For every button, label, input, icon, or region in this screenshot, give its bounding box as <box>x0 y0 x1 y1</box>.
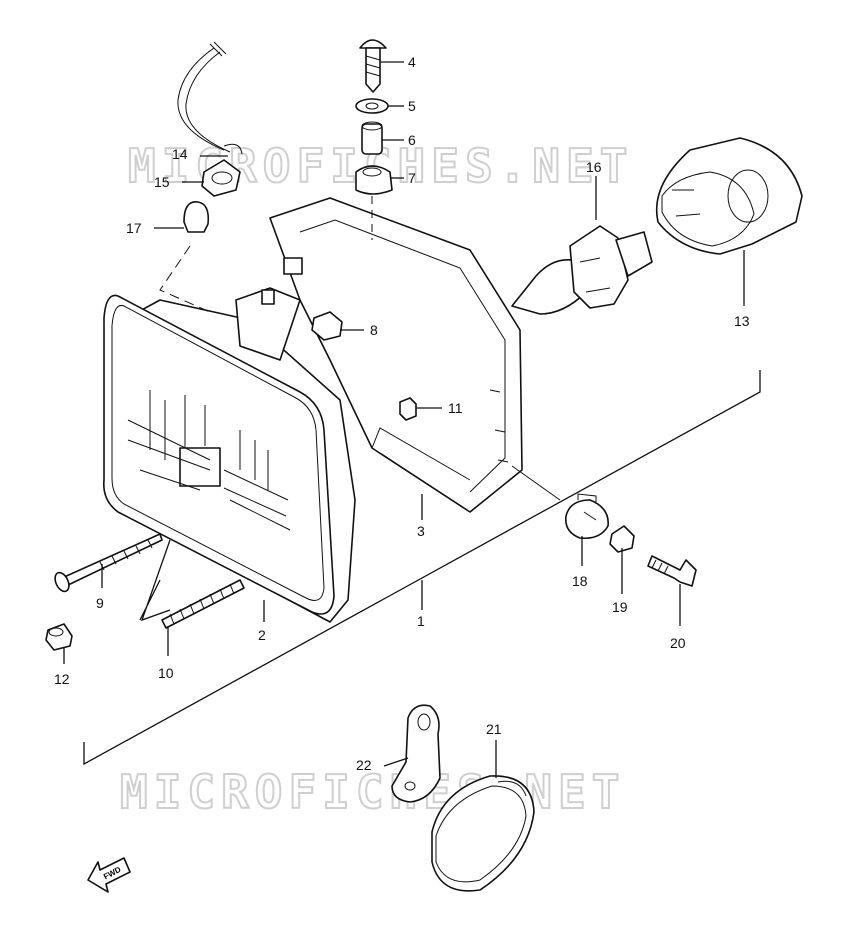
callout-6: 6 <box>408 132 416 148</box>
washer-5 <box>355 98 389 114</box>
cap-21 <box>431 775 535 892</box>
callout-2: 2 <box>258 627 266 643</box>
callout-14: 14 <box>172 146 188 162</box>
socket-15 <box>201 159 241 197</box>
assembly-bracket <box>83 370 761 766</box>
watermark-bottom: MICROFICHES.NET <box>120 765 625 819</box>
callout-4: 4 <box>408 54 416 70</box>
bulb-16 <box>511 225 653 315</box>
callout-9: 9 <box>96 595 104 611</box>
callout-21: 21 <box>486 721 502 737</box>
callout-labels: 1 2 3 4 5 6 7 8 9 10 11 12 13 14 15 16 1… <box>54 54 750 773</box>
callout-12: 12 <box>54 671 70 687</box>
callout-10: 10 <box>158 665 174 681</box>
wire-harness <box>177 41 243 155</box>
callout-19: 19 <box>612 599 628 615</box>
bulb-17 <box>183 201 210 233</box>
callout-5: 5 <box>408 98 416 114</box>
callout-8: 8 <box>370 322 378 338</box>
callout-17: 17 <box>126 220 142 236</box>
nut-8 <box>311 311 343 341</box>
adjuster-axis-line <box>511 465 561 501</box>
callout-7: 7 <box>408 170 416 186</box>
bushing-12 <box>45 623 73 651</box>
callout-22: 22 <box>356 757 372 773</box>
grommet-7 <box>355 165 393 195</box>
nut-19 <box>609 525 635 553</box>
collar-6 <box>361 121 383 155</box>
headlight-unit <box>102 287 356 623</box>
screw-20 <box>647 555 697 587</box>
callout-20: 20 <box>670 635 686 651</box>
callout-13: 13 <box>734 313 750 329</box>
bulb-axis-line <box>159 245 211 313</box>
callout-11: 11 <box>448 400 463 416</box>
nut-11 <box>399 397 417 421</box>
screw-4 <box>359 39 387 93</box>
adjuster-18 <box>564 493 609 540</box>
callout-3: 3 <box>417 523 425 539</box>
callout-16: 16 <box>586 159 602 175</box>
adjust-screw-9 <box>54 533 163 593</box>
bracket-22 <box>391 704 441 803</box>
fwd-arrow-icon: FWD <box>87 857 131 893</box>
cover-13 <box>655 137 803 255</box>
spring-10 <box>161 579 245 629</box>
callout-18: 18 <box>572 573 588 589</box>
leader-lines <box>63 61 745 778</box>
callout-1: 1 <box>417 613 425 629</box>
callout-15: 15 <box>154 174 170 190</box>
